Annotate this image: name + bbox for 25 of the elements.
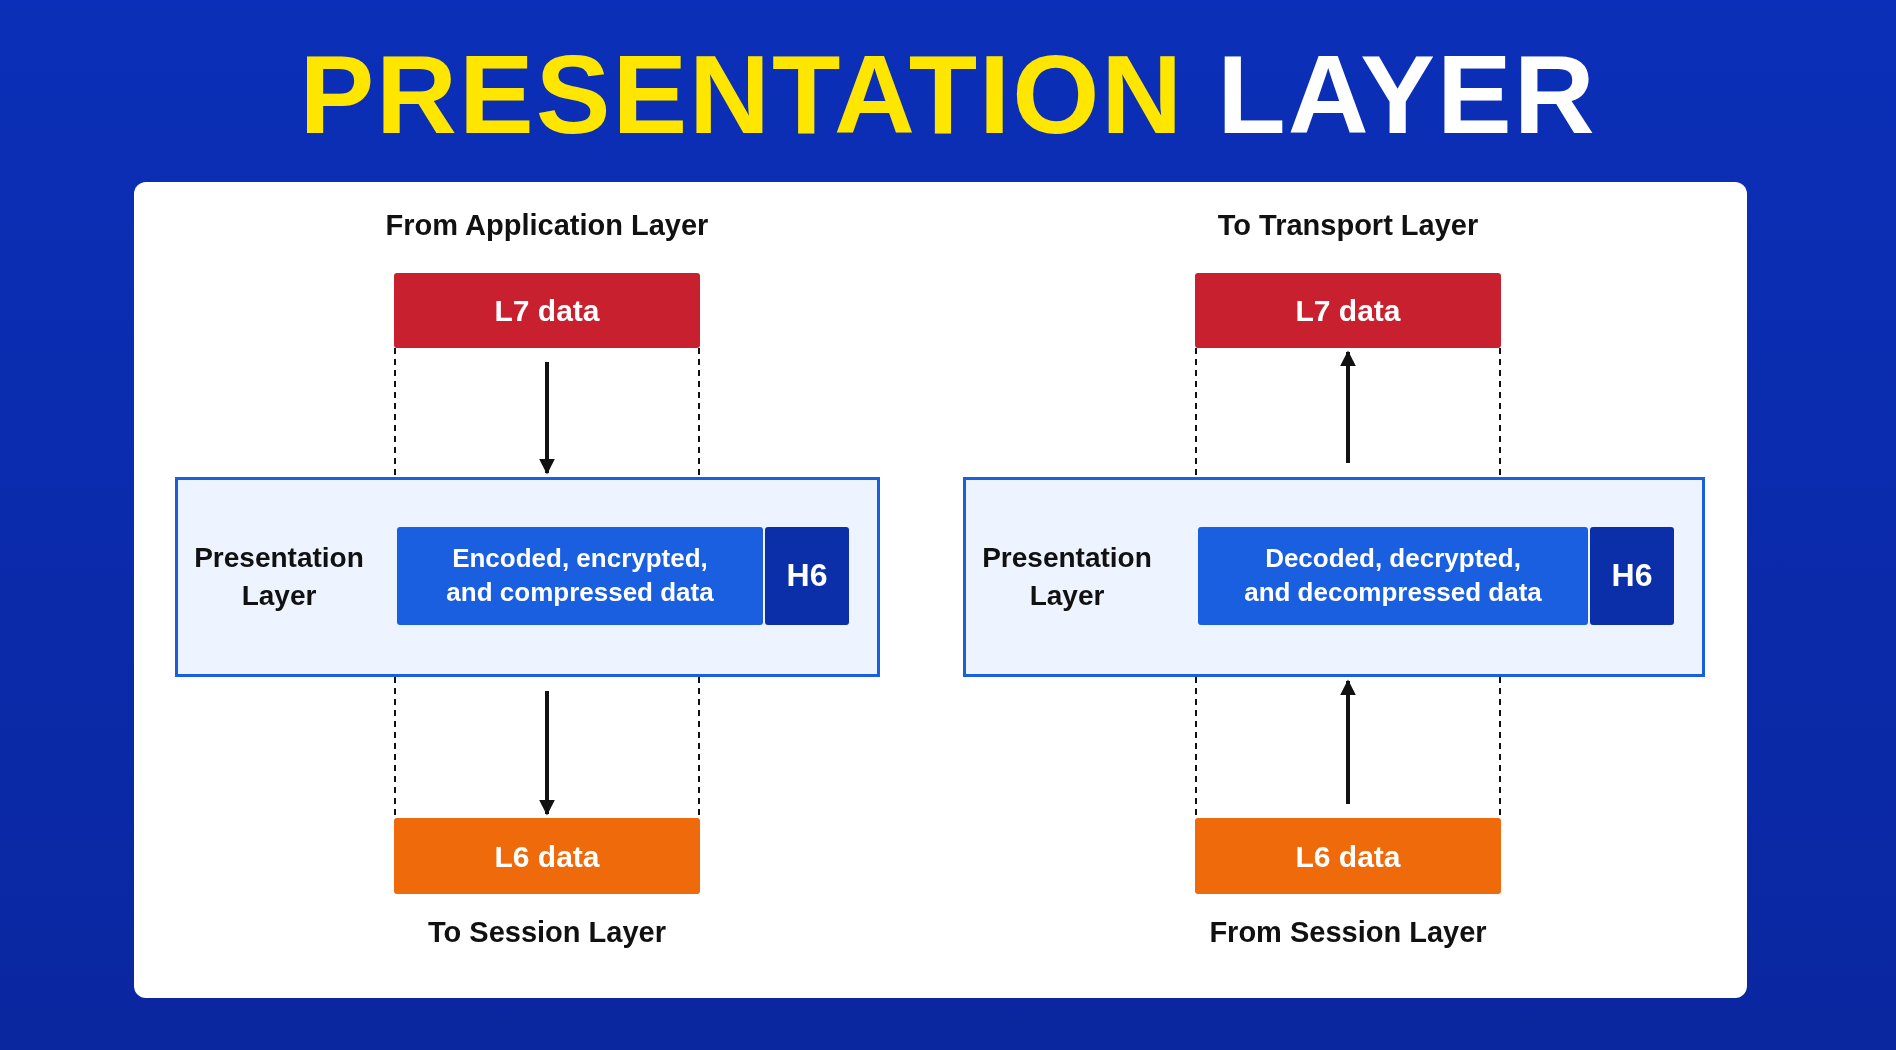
data-box: Decoded, decrypted, and decompressed data — [1198, 527, 1588, 625]
arrow — [539, 362, 555, 475]
arrow — [1340, 350, 1356, 463]
layer-label: Presentation Layer — [194, 541, 364, 613]
caption-text: From Session Layer — [1209, 916, 1487, 949]
data-box: L7 data — [1195, 273, 1501, 348]
caption-text: To Session Layer — [428, 916, 666, 949]
dashed-line — [1195, 347, 1197, 478]
data-box: L7 data — [394, 273, 700, 348]
layer-label: Presentation Layer — [982, 541, 1152, 613]
layer-band — [175, 477, 880, 677]
dashed-line — [1499, 347, 1501, 478]
header-box: H6 — [765, 527, 849, 625]
dashed-line — [394, 347, 396, 478]
title: PRESENTATION LAYER — [298, 31, 1598, 159]
header-box: H6 — [1590, 527, 1674, 625]
data-box: Encoded, encrypted, and compressed data — [397, 527, 763, 625]
caption-text: From Application Layer — [385, 209, 709, 242]
caption-text: To Transport Layer — [1217, 209, 1479, 242]
layer-band — [963, 477, 1705, 677]
arrow — [539, 691, 555, 816]
data-box: L6 data — [394, 818, 700, 894]
data-box: L6 data — [1195, 818, 1501, 894]
dashed-line — [698, 347, 700, 478]
arrow — [1340, 679, 1356, 804]
